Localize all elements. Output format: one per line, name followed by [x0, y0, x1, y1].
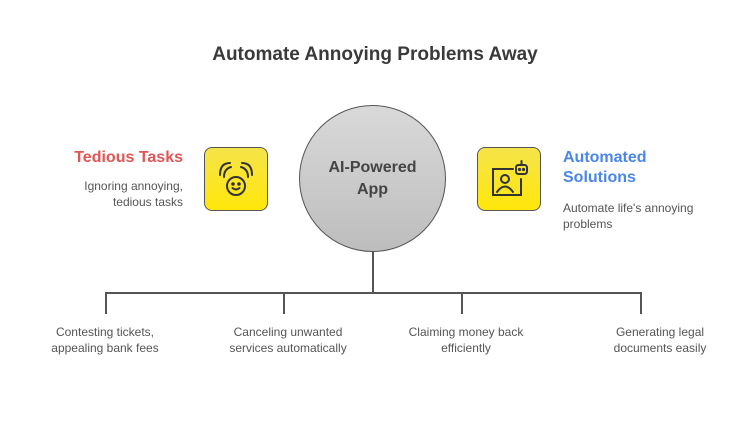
connector-drop [283, 292, 285, 314]
branch-line: services automatically [229, 341, 347, 355]
connector-drop [640, 292, 642, 314]
left-description: Ignoring annoying, tedious tasks [40, 178, 183, 210]
branch-line: Claiming money back [408, 325, 524, 339]
right-heading-line: Automated [563, 149, 647, 166]
branch-item: Contesting tickets, appealing bank fees [25, 324, 185, 356]
center-label-1: AI-Powered [328, 158, 417, 176]
right-description: Automate life's annoying problems [563, 200, 693, 232]
branch-item: Canceling unwanted services automatically [208, 324, 368, 356]
branch-line: Generating legal [615, 325, 705, 339]
connector-bar [105, 292, 641, 294]
connector-trunk [372, 250, 374, 293]
branch-item: Claiming money back efficiently [386, 324, 546, 356]
right-icon-box [477, 147, 541, 211]
hands-over-face-icon [219, 162, 253, 196]
left-icon-box [204, 147, 268, 211]
right-desc-line: problems [563, 217, 613, 231]
left-desc-line: tedious tasks [112, 195, 183, 209]
left-heading: Tedious Tasks [74, 149, 183, 166]
connector-drop [105, 292, 107, 314]
right-desc-line: Automate life's annoying [563, 201, 694, 215]
right-heading-line: Solutions [563, 169, 636, 186]
robot-user-icon [492, 160, 528, 196]
diagram-title: Automate Annoying Problems Away [212, 44, 538, 65]
branch-line: documents easily [613, 341, 707, 355]
branch-line: Canceling unwanted [233, 325, 343, 339]
branch-line: appealing bank fees [51, 341, 159, 355]
branch-line: Contesting tickets, [55, 325, 155, 339]
branch-item: Generating legal documents easily [580, 324, 740, 356]
left-desc-line: Ignoring annoying, [84, 179, 183, 193]
center-label-2: App [356, 180, 389, 198]
branch-line: efficiently [441, 341, 491, 355]
connector-drop [461, 292, 463, 314]
